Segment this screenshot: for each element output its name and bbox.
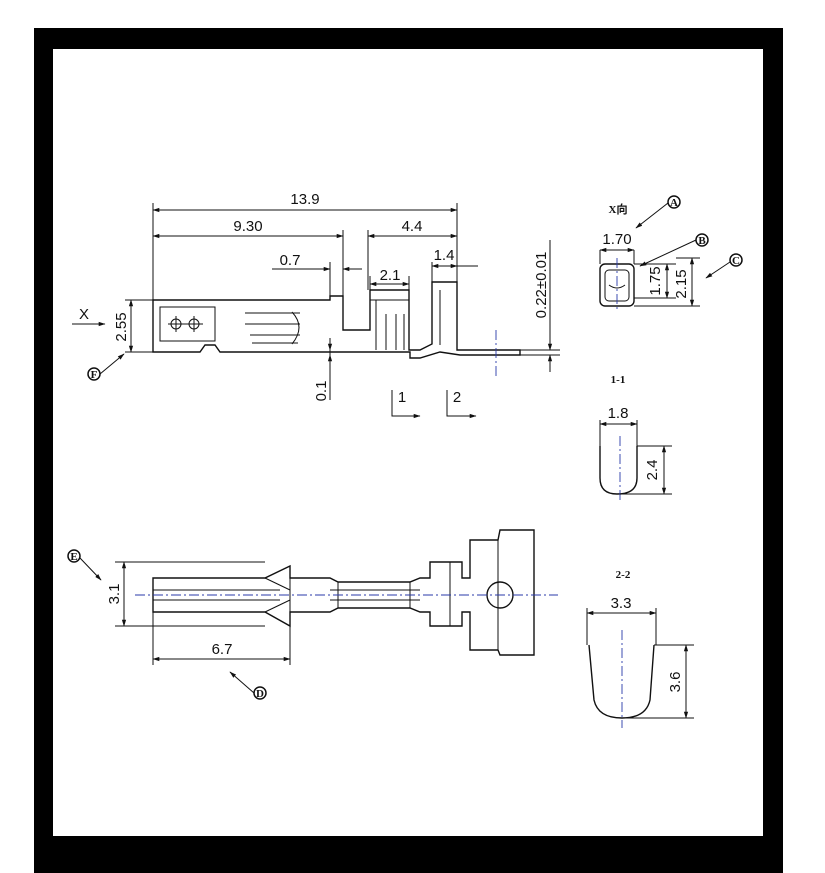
dim-x-height-2-15: 2.15 [673, 269, 690, 298]
callout-c: C [732, 255, 740, 267]
section-1-1-title: 1-1 [611, 374, 626, 386]
dim-1-1-width: 1.8 [608, 405, 629, 422]
dim-height-2-55: 2.55 [113, 312, 130, 341]
section-2-2-profile [588, 644, 655, 719]
dim-top-length-6-7: 6.7 [212, 641, 233, 658]
callout-c-circle [729, 253, 743, 267]
callout-b: B [698, 235, 706, 247]
callout-f: F [91, 369, 98, 381]
dim-length-4-4: 4.4 [402, 218, 423, 235]
section-1-1-view: 1-1 1.8 2.4 [599, 374, 672, 500]
section-mark-1: 1 [398, 389, 406, 406]
dim-thickness-0-22: 0.22±0.01 [533, 252, 550, 319]
callout-d: D [256, 688, 264, 700]
callout-e: E [70, 551, 77, 563]
callout-a: A [670, 197, 678, 209]
x-view-title: X向 [609, 202, 628, 216]
x-direction-view: X向 1.70 1.75 2.15 A B C [599, 195, 743, 312]
dim-x-width-1-70: 1.70 [602, 231, 631, 248]
side-view-outline [152, 281, 521, 359]
contact-window [159, 306, 216, 342]
top-view: 3.1 6.7 E D [67, 529, 558, 700]
callout-e-circle [67, 549, 81, 563]
dim-length-9-30: 9.30 [233, 218, 262, 235]
side-view: 13.9 9.30 4.4 0.7 2.1 1.4 2.55 0.1 0.22±… [72, 191, 560, 419]
callout-d-circle [253, 686, 267, 700]
dim-overall-length: 13.9 [290, 191, 319, 208]
dim-1-1-height: 2.4 [644, 460, 661, 481]
top-view-outline [152, 529, 535, 656]
dim-width-2-1: 2.1 [380, 267, 401, 284]
dim-x-height-1-75: 1.75 [647, 266, 664, 295]
section-2-2-title: 2-2 [616, 569, 631, 581]
dim-width-1-4: 1.4 [434, 247, 455, 264]
dim-top-height-3-1: 3.1 [106, 584, 123, 605]
section-1-1-profile [599, 446, 638, 495]
callout-b-circle [695, 233, 709, 247]
section-2-2-view: 2-2 3.3 3.6 [586, 569, 694, 728]
view-mark-x: X [79, 306, 89, 323]
section-mark-2: 2 [453, 389, 461, 406]
dim-2-2-height: 3.6 [667, 672, 684, 693]
dim-2-2-width: 3.3 [611, 595, 632, 612]
dim-thickness-0-1: 0.1 [313, 381, 330, 402]
drawing-sheet [53, 49, 763, 836]
callout-a-circle [667, 195, 681, 209]
callout-f-circle [87, 367, 101, 381]
dim-slot-0-7: 0.7 [280, 252, 301, 269]
